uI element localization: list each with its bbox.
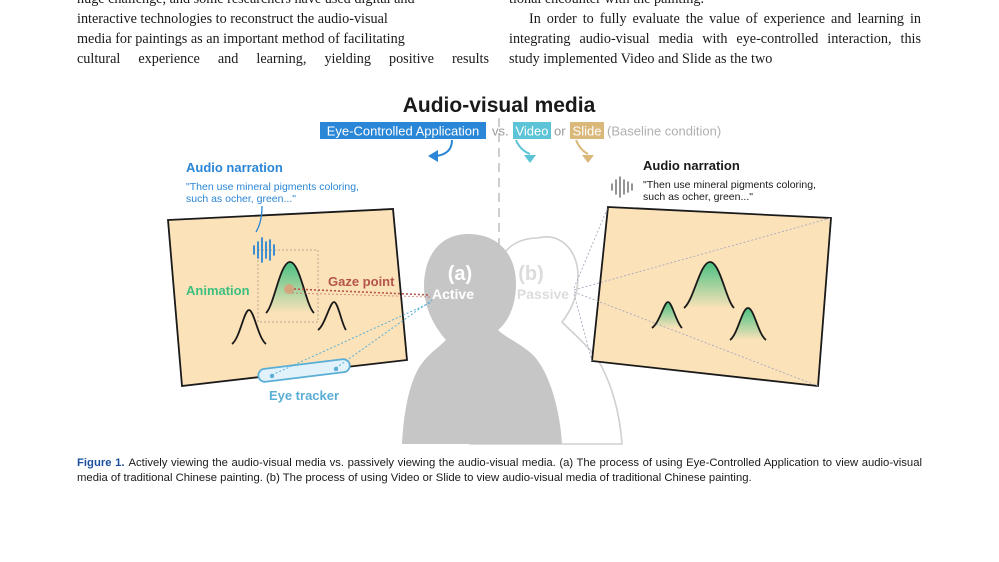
gaze-point-label: Gaze point (328, 274, 395, 289)
peak-right-left (651, 301, 683, 329)
eye-tracker-device (257, 358, 351, 383)
figure-label: Figure 1. (77, 457, 125, 469)
caption-text: Actively viewing the audio-visual media … (77, 457, 922, 484)
video-arrow (515, 139, 536, 163)
highlighted-peak-outline (265, 261, 315, 314)
narration-quote-left-1: "Then use mineral pigments coloring, (186, 181, 359, 193)
active-label: Active (432, 286, 474, 302)
active-letter: (a) (448, 263, 472, 285)
narration-quote-right-2: such as ocher, green..." (643, 191, 753, 203)
active-person-silhouette (402, 234, 562, 444)
peak-right-right-fill (730, 308, 766, 340)
text-paragraph: In order to fully evaluate the value of … (509, 11, 921, 67)
text-line: cultural experience and learning, yieldi… (77, 51, 489, 67)
text-line: interactive technologies to reconstruct … (77, 11, 388, 27)
gaze-line-2 (291, 292, 431, 298)
narration-quote-left-2: such as ocher, green..." (186, 193, 296, 205)
figure-title: Audio-visual media (403, 94, 596, 117)
condition-eye-app: Eye-Controlled Application (327, 124, 479, 139)
narration-quote-right-1: "Then use mineral pigments coloring, (643, 179, 816, 191)
passive-letter: (b) (518, 263, 544, 285)
gaze-region-box (257, 249, 319, 323)
gaze-line (293, 288, 431, 296)
peak-right-main-fill (684, 262, 734, 308)
small-peak-left (231, 309, 267, 345)
figure-caption: Figure 1.Actively viewing the audio-visu… (77, 456, 922, 486)
slide-arrow (575, 139, 594, 163)
eye-app-arrow (428, 139, 453, 162)
gaze-dot (284, 284, 294, 294)
small-peak-right (317, 301, 347, 331)
audio-wave-icon (253, 237, 275, 263)
view-line-right-1 (573, 217, 832, 291)
condition-video: Video (515, 124, 548, 139)
left-text-column: huge challenge, and some researchers hav… (77, 0, 489, 69)
audio-narration-label-right: Audio narration (643, 158, 740, 173)
view-line-right-4 (573, 293, 593, 362)
passive-label: Passive (517, 286, 569, 302)
narration-connector-left (255, 205, 263, 233)
peak-right-left-fill (652, 302, 682, 328)
audio-narration-label-left: Audio narration (186, 160, 283, 175)
figure-1-diagram: Audio-visual media Eye-Controlled Applic… (167, 94, 832, 446)
video-highlight (513, 122, 551, 139)
slide-highlight (570, 122, 604, 139)
text-line: tional encounter with the painting. (509, 0, 921, 9)
condition-or: or (554, 124, 566, 139)
eye-tracker-label: Eye tracker (269, 388, 339, 403)
right-text-column: tional encounter with the painting. In o… (509, 0, 921, 69)
condition-slide: Slide (573, 124, 602, 139)
text-line: huge challenge, and some researchers hav… (77, 0, 489, 9)
tracker-sensor-right (333, 366, 339, 372)
condition-vs: vs. (492, 124, 509, 139)
view-line-right-2 (573, 291, 819, 387)
animation-label: Animation (186, 283, 250, 298)
view-line-right-3 (573, 206, 609, 289)
eye-app-highlight (320, 122, 486, 139)
peak-right-main (683, 261, 735, 309)
text-line: media for paintings as an important meth… (77, 31, 405, 47)
audio-wave-icon-right (611, 176, 633, 198)
peak-right-right (729, 307, 767, 341)
tracker-ray-2 (271, 301, 433, 376)
condition-baseline: (Baseline condition) (607, 124, 721, 139)
